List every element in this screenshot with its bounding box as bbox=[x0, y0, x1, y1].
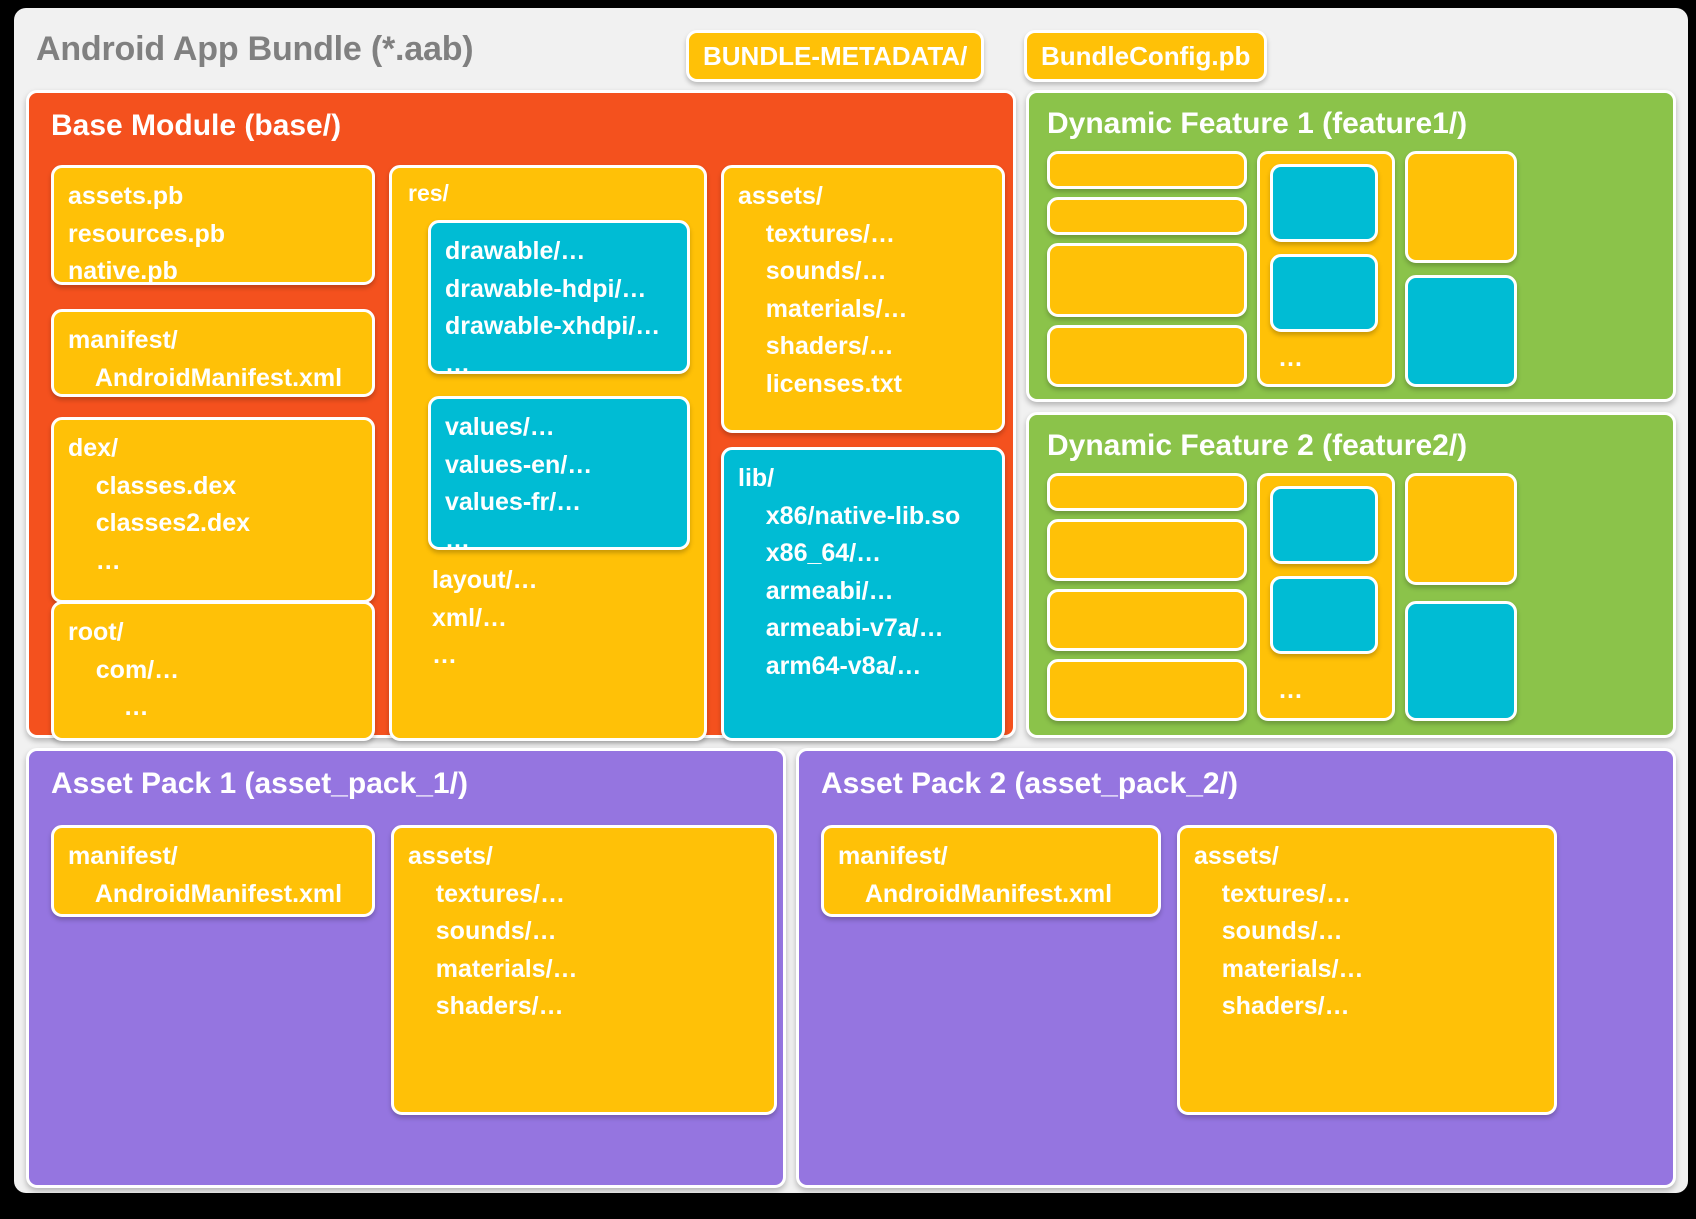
feature1-card-c1 bbox=[1405, 151, 1517, 263]
asset-pack-1-manifest-text: manifest/ AndroidManifest.xml bbox=[68, 842, 343, 908]
bundle-header: Android App Bundle (*.aab) BUNDLE-METADA… bbox=[14, 8, 1688, 98]
feature2-card-a2 bbox=[1047, 519, 1247, 581]
feature1-card-a3 bbox=[1047, 243, 1247, 317]
base-proto-files-card: assets.pb resources.pb native.pb bbox=[51, 165, 375, 285]
feature2-card-c1 bbox=[1405, 473, 1517, 585]
feature2-card-a1 bbox=[1047, 473, 1247, 511]
dynamic-feature-1-title: Dynamic Feature 1 (feature1/) bbox=[1047, 107, 1468, 140]
asset-pack-1-panel: Asset Pack 1 (asset_pack_1/) manifest/ A… bbox=[26, 748, 786, 1188]
dynamic-feature-2-title: Dynamic Feature 2 (feature2/) bbox=[1047, 429, 1468, 462]
feature1-res-card: … bbox=[1257, 151, 1395, 387]
base-res-drawable-card: drawable/… drawable-hdpi/… drawable-xhdp… bbox=[428, 220, 690, 378]
feature2-res-ellipsis: … bbox=[1278, 676, 1303, 704]
asset-pack-2-assets-card: assets/ textures/… sounds/… materials/… … bbox=[1177, 825, 1557, 1115]
base-lib-card: lib/ x86/native-lib.so x86_64/… armeabi/… bbox=[721, 447, 1005, 741]
base-proto-files-text: assets.pb resources.pb native.pb bbox=[68, 182, 226, 285]
feature1-card-c2 bbox=[1405, 275, 1517, 387]
base-assets-card: assets/ textures/… sounds/… materials/… … bbox=[721, 165, 1005, 433]
base-res-values-card: values/… values-en/… values-fr/… … bbox=[428, 396, 690, 554]
feature1-res-ellipsis: … bbox=[1278, 344, 1303, 372]
asset-pack-1-assets-card: assets/ textures/… sounds/… materials/… … bbox=[391, 825, 777, 1115]
feature1-card-a2 bbox=[1047, 197, 1247, 235]
base-res-drawable-text: drawable/… drawable-hdpi/… drawable-xhdp… bbox=[445, 237, 661, 378]
bundle-metadata-chip: BUNDLE-METADATA/ bbox=[686, 30, 985, 82]
base-dex-text: dex/ classes.dex classes2.dex … bbox=[68, 434, 251, 575]
asset-pack-1-title: Asset Pack 1 (asset_pack_1/) bbox=[51, 767, 468, 800]
bundle-config-chip: BundleConfig.pb bbox=[1024, 30, 1268, 82]
feature1-res-sub1 bbox=[1270, 164, 1378, 242]
asset-pack-2-manifest-text: manifest/ AndroidManifest.xml bbox=[838, 842, 1113, 908]
feature2-res-card: … bbox=[1257, 473, 1395, 721]
feature1-res-sub2 bbox=[1270, 254, 1378, 332]
base-dex-card: dex/ classes.dex classes2.dex … bbox=[51, 417, 375, 603]
base-root-text: root/ com/… … bbox=[68, 618, 180, 721]
asset-pack-1-assets-text: assets/ textures/… sounds/… materials/… … bbox=[408, 842, 578, 1020]
asset-pack-2-manifest-card: manifest/ AndroidManifest.xml bbox=[821, 825, 1161, 917]
asset-pack-1-manifest-card: manifest/ AndroidManifest.xml bbox=[51, 825, 375, 917]
asset-pack-2-title: Asset Pack 2 (asset_pack_2/) bbox=[821, 767, 1238, 800]
asset-pack-2-assets-text: assets/ textures/… sounds/… materials/… … bbox=[1194, 842, 1364, 1020]
base-assets-text: assets/ textures/… sounds/… materials/… … bbox=[738, 182, 908, 398]
feature2-card-a3 bbox=[1047, 589, 1247, 651]
base-res-values-text: values/… values-en/… values-fr/… … bbox=[445, 413, 593, 554]
dynamic-feature-1-panel: Dynamic Feature 1 (feature1/) … bbox=[1026, 90, 1676, 402]
dynamic-feature-2-panel: Dynamic Feature 2 (feature2/) … bbox=[1026, 412, 1676, 738]
base-module-title: Base Module (base/) bbox=[51, 109, 342, 142]
base-manifest-card: manifest/ AndroidManifest.xml bbox=[51, 309, 375, 397]
base-root-card: root/ com/… … bbox=[51, 601, 375, 741]
base-res-card: res/ drawable/… drawable-hdpi/… drawable… bbox=[389, 165, 707, 741]
base-lib-text: lib/ x86/native-lib.so x86_64/… armeabi/… bbox=[738, 464, 961, 680]
base-manifest-text: manifest/ AndroidManifest.xml bbox=[68, 326, 343, 392]
base-module-panel: Base Module (base/) assets.pb resources.… bbox=[26, 90, 1016, 741]
feature1-card-a1 bbox=[1047, 151, 1247, 189]
base-res-label: res/ bbox=[408, 180, 449, 206]
feature2-res-sub1 bbox=[1270, 486, 1378, 564]
feature2-card-a4 bbox=[1047, 659, 1247, 721]
feature1-card-a4 bbox=[1047, 325, 1247, 387]
feature2-res-sub2 bbox=[1270, 576, 1378, 654]
base-res-tail-text: layout/… xml/… … bbox=[432, 566, 538, 669]
feature2-card-c2 bbox=[1405, 601, 1517, 721]
bundle-title: Android App Bundle (*.aab) bbox=[36, 30, 474, 68]
android-app-bundle-frame: Android App Bundle (*.aab) BUNDLE-METADA… bbox=[14, 8, 1688, 1193]
asset-pack-2-panel: Asset Pack 2 (asset_pack_2/) manifest/ A… bbox=[796, 748, 1676, 1188]
